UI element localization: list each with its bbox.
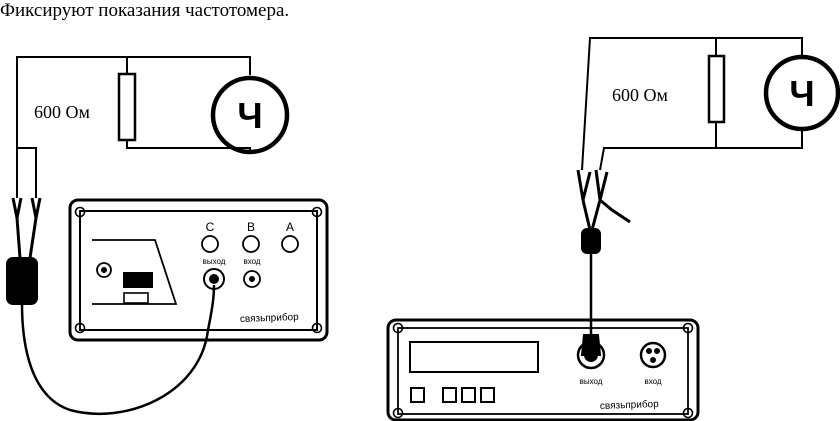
right-resistor (707, 54, 726, 124)
left-device-button (123, 292, 149, 304)
right-device-button[interactable] (480, 387, 495, 403)
left-resistor (117, 72, 137, 142)
left-device-knob-icon (96, 262, 112, 278)
right-brand-label: связьприбор (600, 398, 660, 412)
right-device-screw-icon (682, 322, 694, 334)
left-device (68, 198, 329, 342)
caption-text: Фиксируют показания частотомера. (0, 0, 290, 21)
right-resistor-label: 600 Ом (612, 85, 668, 105)
right-meter-label: Ч (789, 73, 814, 114)
left-cable (20, 284, 216, 415)
right-input-label: вход (644, 377, 661, 386)
left-port-c[interactable] (201, 235, 219, 253)
right-probe-clips (576, 169, 631, 231)
left-device-display (123, 272, 153, 288)
left-port-c-label: C (206, 220, 215, 234)
right-diagram (386, 37, 840, 421)
left-meter-label: Ч (237, 95, 262, 136)
left-input-jack[interactable] (243, 270, 261, 288)
right-circuit-wires (581, 37, 803, 171)
left-probe-clips (11, 197, 42, 259)
right-device-screw-icon (392, 322, 404, 334)
right-frequency-meter (763, 54, 840, 132)
right-device-button[interactable] (461, 387, 476, 403)
left-port-b-label: B (247, 220, 255, 234)
left-adapter-block (6, 257, 38, 305)
right-device-button[interactable] (442, 387, 457, 403)
right-output-label: выход (580, 377, 603, 386)
left-port-a[interactable] (281, 235, 299, 253)
left-device-screw-icon (311, 206, 323, 218)
right-device-display (409, 341, 539, 373)
right-input-jack[interactable] (639, 341, 667, 369)
left-port-a-label: A (286, 220, 294, 234)
left-brand-label: связьприбор (240, 311, 300, 325)
left-device-screw-icon (74, 322, 86, 334)
right-adapter-block (581, 228, 601, 254)
left-resistor-label: 600 Ом (34, 102, 90, 122)
left-input-label: вход (243, 257, 260, 266)
right-device-screw-icon (392, 407, 404, 419)
right-output-jack[interactable] (576, 340, 606, 370)
left-output-label: выход (203, 257, 226, 266)
left-frequency-meter (210, 75, 290, 155)
right-device-screw-icon (682, 407, 694, 419)
left-port-b[interactable] (242, 235, 260, 253)
right-device-button[interactable] (410, 387, 425, 403)
left-diagram (6, 56, 329, 415)
left-device-screw-icon (74, 206, 86, 218)
left-circuit-wires (16, 56, 251, 198)
right-device (386, 318, 700, 421)
left-output-jack[interactable] (203, 268, 225, 290)
left-device-screw-icon (311, 322, 323, 334)
